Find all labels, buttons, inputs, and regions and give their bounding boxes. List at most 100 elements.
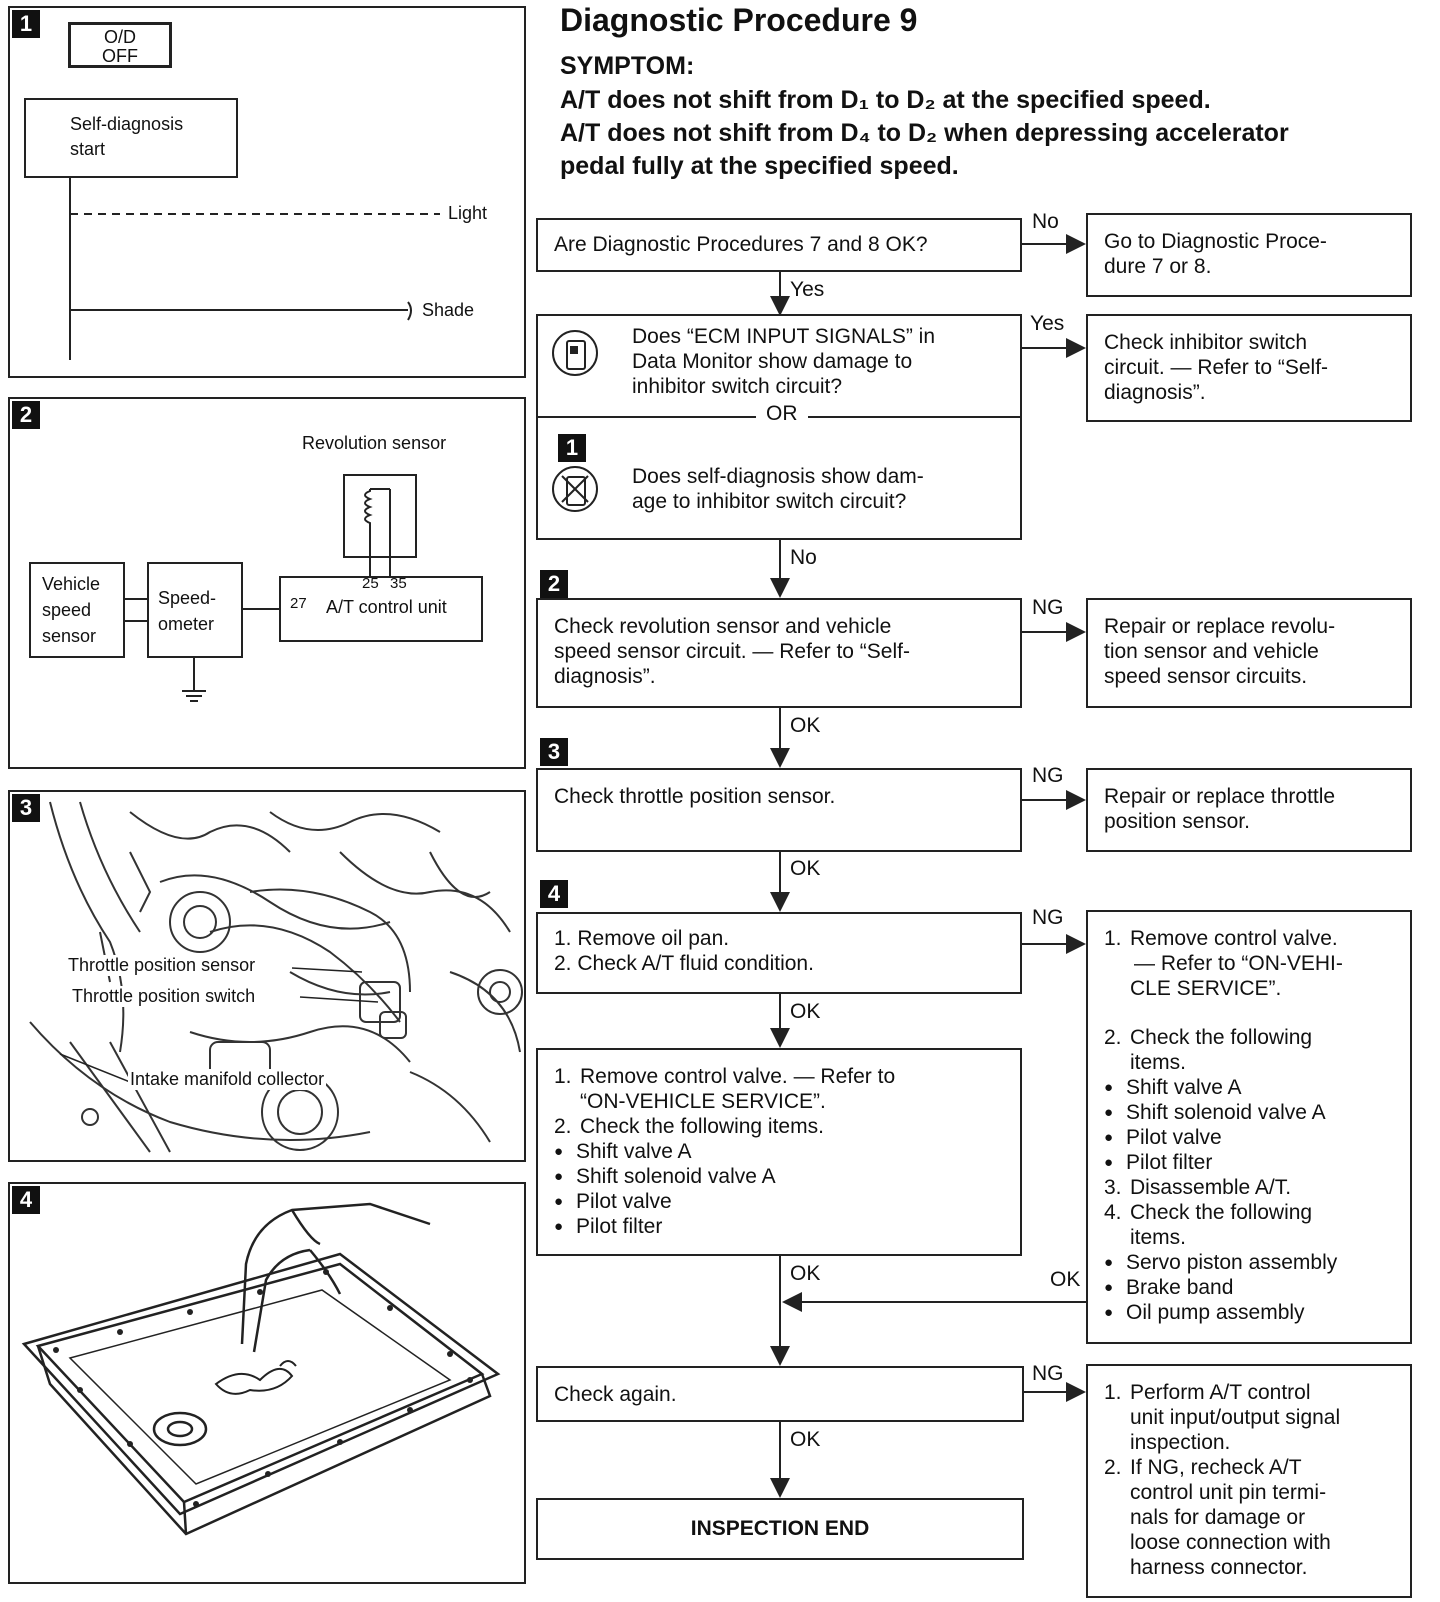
bullet-icon: ● [1104,1129,1114,1146]
s6ng-text: inspection. [1130,1431,1231,1454]
s4ng-num: 1. [1104,927,1122,950]
s6ng-item: control unit pin termi- [1104,1480,1394,1505]
figure-2-panel: 2 Revolution sensor Vehicle speed sensor… [8,397,526,769]
vss-line-1: Vehicle [42,574,101,594]
symptom-label: SYMPTOM: [560,52,695,80]
repair-throttle-sensor-box: Repair or replace throttle position sens… [1086,768,1412,852]
s4ng-ok-label: OK [1050,1268,1081,1291]
s6ng-item: nals for damage or [1104,1505,1394,1530]
step-2-badge: 2 [540,570,568,598]
step-4-ng-action-box: 1.Remove control valve. — Refer to “ON-V… [1086,910,1412,1344]
s4ng-item: ●Pilot filter [1104,1150,1394,1175]
s4ng-text: Shift valve A [1126,1076,1242,1099]
step-4-badge: 4 [540,880,568,908]
s2-line-2: speed sensor circuit. — Refer to “Self- [554,640,910,663]
s4-line-1: 1. Remove oil pan. [554,927,730,950]
check-revolution-sensor-box: Check revolution sensor and vehicle spee… [536,598,1022,708]
s6-ok-label: OK [790,1428,821,1451]
s6ng-text: Perform A/T control [1130,1381,1311,1404]
step-3-badge: 3 [540,738,568,766]
figure-1-lines [69,178,440,360]
s5-text: Pilot valve [576,1190,672,1213]
bullet-icon: ● [554,1143,564,1160]
s5-num: 1. [554,1065,572,1088]
s4ng-text: Check the following [1130,1026,1313,1049]
pin-35-label: 35 [390,575,407,592]
s4ng-text: Shift solenoid valve A [1126,1101,1326,1124]
s4ng-item: items. [1104,1050,1394,1075]
q1-no-label: No [1032,210,1059,233]
vehicle-speed-sensor-label: Vehicle speed sensor [42,571,100,649]
q2b-line-1: Does self-diagnosis show dam- [632,465,924,488]
s5-item: 2. Check the following items. [554,1114,1004,1139]
q2-yes-label: Yes [1030,312,1065,335]
bullet-icon: ● [554,1168,564,1185]
s6ng-text: control unit pin termi- [1130,1481,1327,1504]
q2-line-1: Does “ECM INPUT SIGNALS” in [632,325,936,348]
s4ng-item: items. [1104,1225,1394,1250]
s4ng-text: items. [1130,1226,1187,1249]
self-diagnosis-label: Self-diagnosis [70,114,184,134]
question-self-diagnosis: Does self-diagnosis show dam- age to inh… [632,464,924,514]
s4ng-item: ●Shift valve A [1104,1075,1394,1100]
figure-4-panel: 4 [8,1182,526,1584]
s3-ng-label: NG [1032,764,1064,787]
figure-1-number: 1 [12,10,40,38]
go-to-procedure-7-8-box: Go to Diagnostic Proce- dure 7 or 8. [1086,213,1412,297]
s4ng-text: Check the following [1130,1201,1313,1224]
inhibitor-line-3: diagnosis”. [1104,381,1206,404]
s4-ng-label: NG [1032,906,1064,929]
inhibitor-line-2: circuit. — Refer to “Self- [1104,356,1329,379]
speedometer-line-1: Speed- [158,588,217,608]
s5-text: Pilot filter [576,1215,663,1238]
light-label: Light [448,203,488,223]
s2ng-line-3: speed sensor circuits. [1104,665,1308,688]
bullet-icon: ● [1104,1254,1114,1271]
self-diagnosis-icon [552,466,598,512]
s2-ng-label: NG [1032,596,1064,619]
figure-1-panel: 1 O/D OFF Self-diagnosis start Light Sha… [8,6,526,378]
figure-3-panel: 3 Throttle position sensor Throttle posi… [8,790,526,1162]
s5-text: Remove control valve. — Refer to [580,1065,896,1088]
s4ng-item: ●Shift solenoid valve A [1104,1100,1394,1125]
s5-item: ● Shift solenoid valve A [554,1164,1004,1189]
bullet-icon: ● [1104,1304,1114,1321]
s4ng-item: 4.Check the following [1104,1200,1394,1225]
s2ng-line-1: Repair or replace revolu- [1104,615,1336,638]
s5-text: Check the following items. [580,1115,824,1138]
check-throttle-sensor-box: Check throttle position sensor. [536,768,1022,852]
step-1-badge: 1 [558,434,586,462]
off-label: OFF [102,46,138,66]
bullet-icon: ● [554,1193,564,1210]
s2-ok-label: OK [790,714,821,737]
s4ng-item: ● Servo piston assembly [1104,1250,1394,1275]
figure-2-wiring [29,474,483,702]
s4ng-text: CLE SERVICE”. [1130,977,1282,1000]
s6ng-text: harness connector. [1130,1556,1308,1579]
s5-item: 1. Remove control valve. — Refer to [554,1064,1004,1089]
s6ng-text: nals for damage or [1130,1506,1306,1529]
consult-tester-icon [552,330,598,376]
s6ng-item: unit input/output signal [1104,1405,1394,1430]
figure-2-number: 2 [12,401,40,429]
bullet-icon: ● [1104,1279,1114,1296]
bullet-icon: ● [554,1218,564,1235]
self-diagnosis-start-box: Self-diagnosis start [24,98,238,178]
step-4-ng-list: 1.Remove control valve. — Refer to “ON-V… [1104,926,1394,1325]
s4ng-item: 3.Disassemble A/T. [1104,1175,1394,1200]
s6ng-text: If NG, recheck A/T [1130,1456,1302,1479]
q1-yes-label: Yes [790,278,825,301]
question-procedures-7-8: Are Diagnostic Procedures 7 and 8 OK? [536,218,1022,272]
bullet-icon: ● [1104,1154,1114,1171]
s5-text: Shift solenoid valve A [576,1165,776,1188]
s4ng-text: Servo piston assembly [1126,1251,1338,1274]
or-label: OR [756,402,808,426]
intake-manifold-collector-label: Intake manifold collector [128,1069,327,1090]
s4ng-num: 2. [1104,1026,1122,1049]
s5-num: 2. [554,1115,572,1138]
s5-item: “ON-VEHICLE SERVICE”. [554,1089,1004,1114]
vss-line-3: sensor [42,626,97,646]
s4ng-text: Oil pump assembly [1126,1301,1305,1324]
s3-ok-label: OK [790,857,821,880]
s4ng-text: — Refer to “ON-VEHI- [1134,952,1343,975]
